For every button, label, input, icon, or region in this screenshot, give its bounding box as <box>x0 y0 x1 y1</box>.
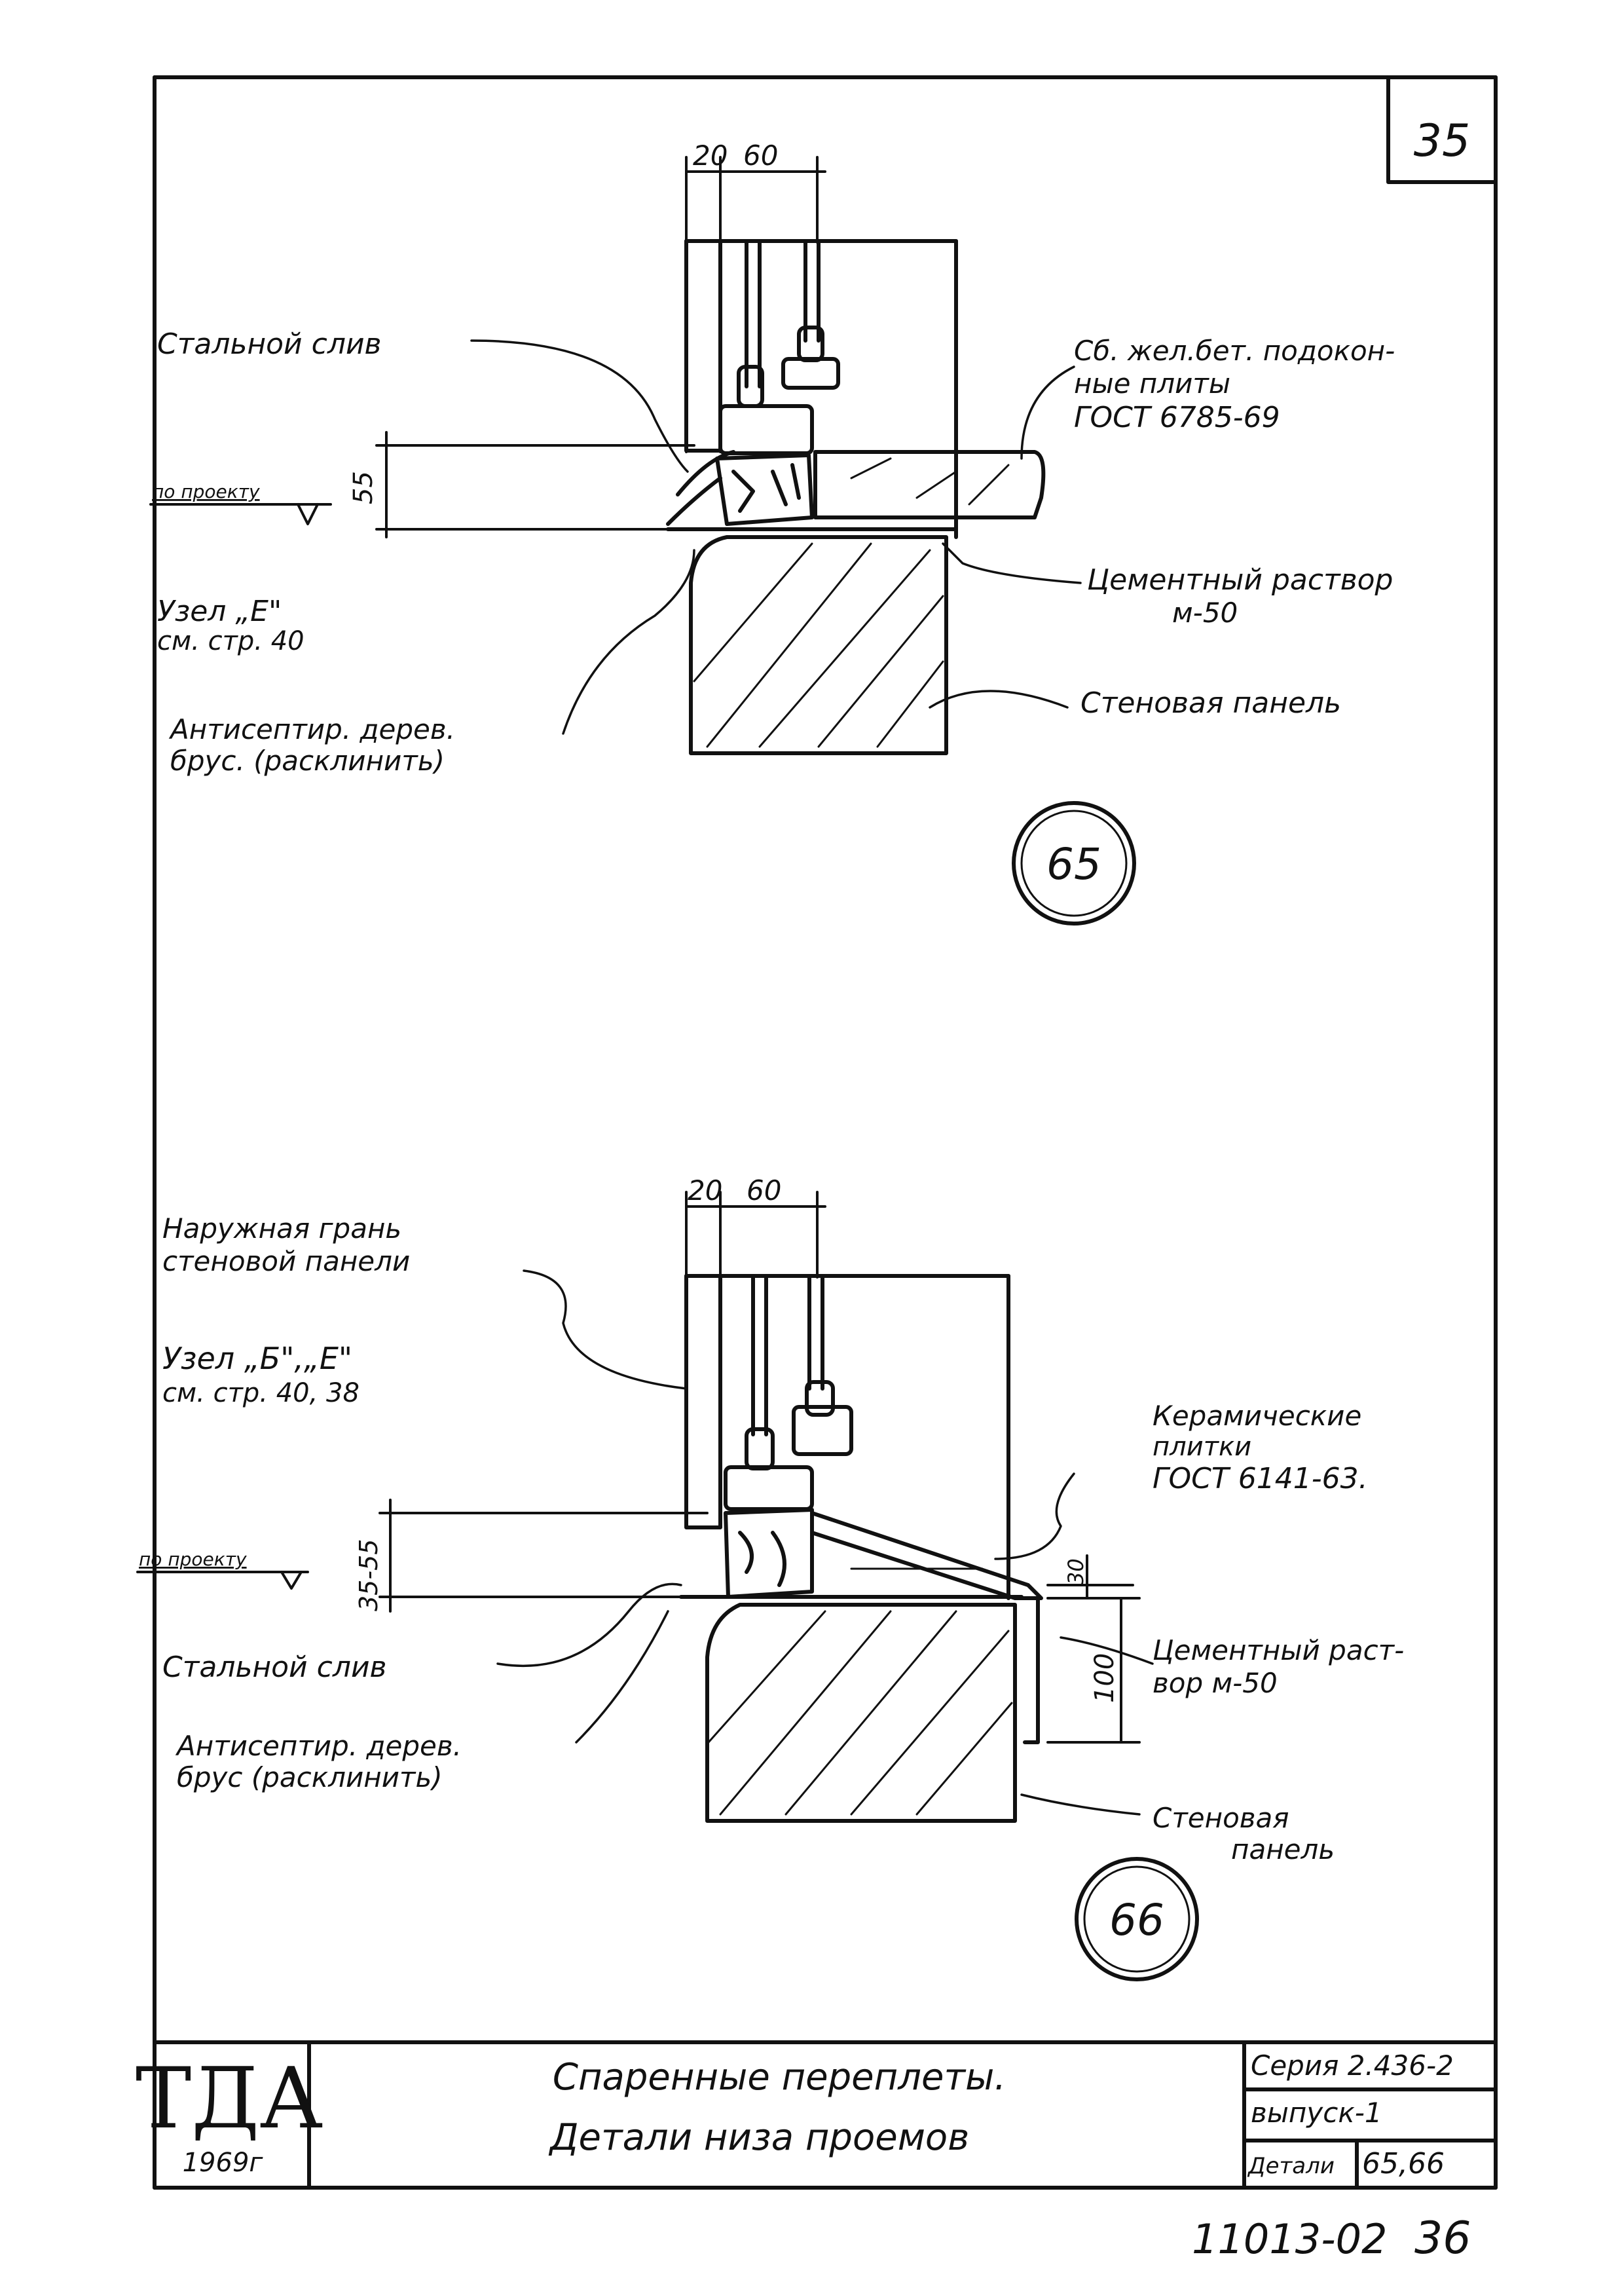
label-66-panel-2: панель <box>1231 1833 1335 1865</box>
label-66-beam-1: Антисептир. дерев. <box>175 1730 462 1762</box>
label-66-mortar-1: Цементный раст- <box>1153 1634 1404 1666</box>
label-66-mortar-2: вор м-50 <box>1153 1667 1278 1699</box>
title-details-value: 65,66 <box>1362 2147 1445 2180</box>
label-65-sill-1: Сб. жел.бет. подокон- <box>1074 335 1395 367</box>
label-66-tiles-2: плитки <box>1153 1432 1251 1462</box>
label-66-tiles-3: ГОСТ 6141-63. <box>1153 1462 1368 1495</box>
label-66-beam-2: брус (расклинить) <box>177 1761 443 1793</box>
title-block: ТДА 1969г Спаренные переплеты. Детали ни… <box>136 2040 1498 2190</box>
title-details-label: Детали <box>1247 2153 1335 2179</box>
label-66-outer-1: Наружная грань <box>162 1212 401 1244</box>
detail-66: 20 60 <box>136 1174 1404 1981</box>
callout-66-number: 66 <box>1109 1895 1164 1945</box>
title-line-2: Детали низа проемов <box>548 2116 969 2159</box>
label-65-mortar-1: Цементный раствор <box>1087 563 1393 597</box>
dim-66-35-55: 35-55 <box>354 1539 383 1611</box>
dim-66-60: 60 <box>747 1174 781 1206</box>
label-65-panel: Стеновая панель <box>1080 686 1341 720</box>
dim-66-20: 20 <box>688 1174 722 1206</box>
label-65-node-1: Узел „Е" <box>157 595 282 628</box>
sheet-bottom-page: 36 <box>1414 2213 1471 2264</box>
callout-66: 66 <box>1075 1857 1199 1981</box>
callout-65-number: 65 <box>1046 839 1101 889</box>
dim-66-100: 100 <box>1090 1653 1120 1703</box>
label-66-node-1: Узел „Б",„Е" <box>162 1341 352 1376</box>
title-org: ТДА <box>136 2050 323 2148</box>
dim-65-60: 60 <box>743 140 778 172</box>
label-66-tiles-1: Керамические <box>1153 1400 1361 1432</box>
title-year: 1969г <box>183 2148 264 2178</box>
label-66-steel-drip: Стальной слив <box>162 1651 386 1684</box>
label-65-steel-drip: Стальной слив <box>157 327 381 361</box>
detail-65: 20 60 <box>149 140 1395 926</box>
label-66-panel-1: Стеновая <box>1153 1802 1289 1834</box>
label-65-level: по проекту <box>152 481 260 502</box>
label-65-beam-2: брус. (расклинить) <box>170 745 445 777</box>
label-65-beam-1: Антисептир. дерев. <box>168 713 455 745</box>
label-65-sill-3: ГОСТ 6785-69 <box>1074 401 1280 434</box>
label-65-sill-2: ные плиты <box>1074 367 1230 400</box>
label-66-level: по проекту <box>139 1548 247 1570</box>
callout-65: 65 <box>1012 801 1136 926</box>
sheet-frame <box>153 75 1498 2190</box>
sheet-bottom-number: 11013-02 <box>1192 2215 1388 2263</box>
page-number: 35 <box>1414 115 1471 167</box>
dim-66-30: 30 <box>1063 1558 1088 1585</box>
label-66-node-2: см. стр. 40, 38 <box>162 1378 360 1408</box>
label-66-outer-2: стеновой панели <box>162 1245 410 1277</box>
page-number-box: 35 <box>1386 75 1498 184</box>
label-65-node-2: см. стр. 40 <box>157 626 304 656</box>
label-65-mortar-2: м-50 <box>1172 597 1238 629</box>
title-issue: выпуск-1 <box>1251 2097 1382 2129</box>
title-line-1: Спаренные переплеты. <box>553 2056 1006 2099</box>
title-series: Серия 2.436-2 <box>1251 2049 1454 2082</box>
dim-65-20: 20 <box>693 140 728 172</box>
dim-65-55: 55 <box>348 471 378 504</box>
